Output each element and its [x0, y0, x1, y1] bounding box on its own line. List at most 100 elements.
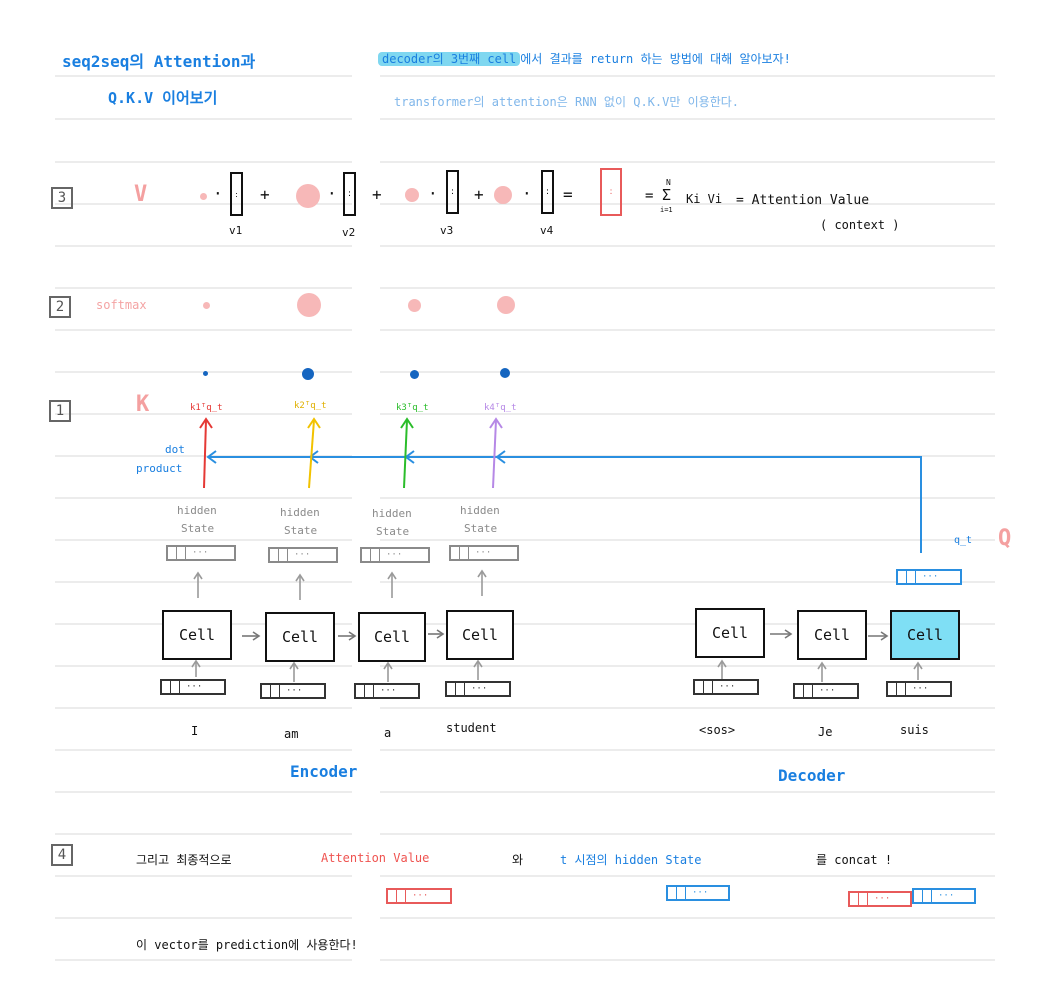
- k3-term: k3ᵀq_t: [396, 403, 429, 413]
- hidden-vector-1: ···: [166, 545, 236, 561]
- v3-label: v3: [440, 224, 454, 237]
- decoder-word-3: suis: [900, 723, 929, 737]
- plus-2: +: [372, 185, 382, 204]
- header-note-highlight: decoder의 3번째 cell: [378, 52, 521, 66]
- hidden-vector-2: ···: [268, 547, 338, 563]
- input-vector-4: ···: [445, 681, 511, 697]
- v2-vector-dots: :: [347, 189, 352, 199]
- k2-arrow: [308, 419, 315, 489]
- decoder-word-1: <sos>: [699, 723, 736, 737]
- plus-1: +: [260, 185, 270, 204]
- step4-text-b: Attention Value: [321, 851, 430, 865]
- encoder-cell-2: Cell: [265, 612, 335, 662]
- v4-vector: :: [541, 170, 554, 214]
- softmax-dot-4: [497, 296, 515, 314]
- decoder-word-2: Je: [818, 725, 833, 739]
- attention-value-label: = Attention Value: [736, 193, 870, 208]
- k4-term: k4ᵀq_t: [484, 403, 517, 413]
- attention-value-vector: ···: [386, 888, 452, 904]
- hidden-state-label-4b: State: [464, 522, 498, 535]
- step4-number: 4: [51, 844, 73, 866]
- step4-line2: 이 vector를 prediction에 사용한다!: [136, 938, 358, 952]
- sum-bottom: i=1: [660, 206, 673, 214]
- step1-number: 1: [49, 400, 71, 422]
- query-small-label: q_t: [954, 535, 973, 546]
- encoder-cell-4: Cell: [446, 610, 514, 660]
- k1-term: k1ᵀq_t: [190, 403, 223, 413]
- hidden-state-label-1b: State: [181, 522, 215, 535]
- encoder-cell-3: Cell: [358, 612, 426, 662]
- result-vector-dots: :: [609, 187, 613, 197]
- input-vector-1: ···: [160, 679, 226, 695]
- encoder-word-2: am: [284, 727, 299, 741]
- weight-dot-4-mid: [494, 186, 512, 204]
- weight-dot-2-large: [296, 184, 320, 208]
- dot-op-3: ·: [428, 184, 438, 203]
- k2-term: k2ᵀq_t: [294, 401, 327, 411]
- score-dot-2: [302, 368, 314, 380]
- dot-product-label-1: dot: [165, 443, 185, 456]
- weight-dot-3-mid: [405, 188, 419, 202]
- k4-arrow: [492, 419, 497, 489]
- input-vector-7: ···: [886, 681, 952, 697]
- input-vector-2: ···: [260, 683, 326, 699]
- result-vector: :: [600, 168, 622, 216]
- header-note-line2: transformer의 attention은 RNN 없이 Q.K.V만 이용…: [394, 95, 739, 109]
- softmax-dot-3: [408, 299, 421, 312]
- hidden-state-label-3b: State: [376, 525, 410, 538]
- v2-vector: :: [343, 172, 356, 216]
- k-label: K: [136, 392, 150, 417]
- header-note-rest: 에서 결과를 return 하는 방법에 대해 알아보자!: [520, 52, 791, 66]
- query-vector: ···: [896, 569, 962, 585]
- page-subtitle: Q.K.V 이어보기: [108, 89, 218, 107]
- input-vector-5: ···: [693, 679, 759, 695]
- v1-vector: :: [230, 172, 243, 216]
- hidden-state-label-3a: hidden: [372, 507, 412, 520]
- decoder-title: Decoder: [778, 766, 846, 785]
- hidden-state-label-2a: hidden: [280, 506, 320, 519]
- encoder-word-4: student: [446, 721, 497, 735]
- encoder-word-3: a: [384, 726, 392, 740]
- equals-2: =: [645, 188, 654, 204]
- step4-text-e: 를 concat !: [816, 853, 893, 867]
- score-dot-1: [203, 371, 208, 376]
- step4-text-a: 그리고 최종적으로: [136, 853, 232, 867]
- encoder-cell-1: Cell: [162, 610, 232, 660]
- sum-top: N: [666, 178, 671, 187]
- softmax-dot-2: [297, 293, 321, 317]
- v1-vector-dots: :: [235, 189, 238, 199]
- query-line: [208, 456, 922, 553]
- sum-term: Ki Vi: [686, 192, 723, 206]
- context-label: ( context ): [820, 218, 900, 232]
- v3-vector-dots: :: [450, 187, 455, 197]
- v3-vector: :: [446, 170, 459, 214]
- softmax-dot-1: [203, 302, 210, 309]
- q-label: Q: [998, 526, 1012, 551]
- input-vector-6: ···: [793, 683, 859, 699]
- v1-label: v1: [229, 224, 243, 237]
- encoder-title: Encoder: [290, 762, 358, 781]
- decoder-cell-1: Cell: [695, 608, 765, 658]
- encoder-word-1: I: [191, 724, 199, 738]
- equals-1: =: [563, 185, 573, 204]
- page-title: seq2seq의 Attention과: [62, 52, 256, 71]
- dot-op-4: ·: [522, 184, 532, 203]
- softmax-label: softmax: [96, 298, 147, 312]
- hidden-state-label-2b: State: [284, 524, 318, 537]
- sum-symbol: Σ: [662, 186, 672, 204]
- dot-op-2: ·: [327, 184, 337, 203]
- hidden-state-vector: ···: [666, 885, 730, 901]
- concat-vector-attention: ···: [848, 891, 912, 907]
- decoder-cell-3-active: Cell: [890, 610, 960, 660]
- weight-dot-1-small: [200, 193, 207, 200]
- k3-arrow: [403, 419, 408, 489]
- hidden-state-label-4a: hidden: [460, 504, 500, 517]
- step4-text-c: 와: [512, 853, 524, 867]
- dot-op-1: ·: [213, 184, 223, 203]
- v4-vector-dots: :: [545, 187, 550, 197]
- score-dot-4: [500, 368, 510, 378]
- step3-number: 3: [51, 187, 73, 209]
- step4-text-d: t 시점의 hidden State: [560, 853, 702, 867]
